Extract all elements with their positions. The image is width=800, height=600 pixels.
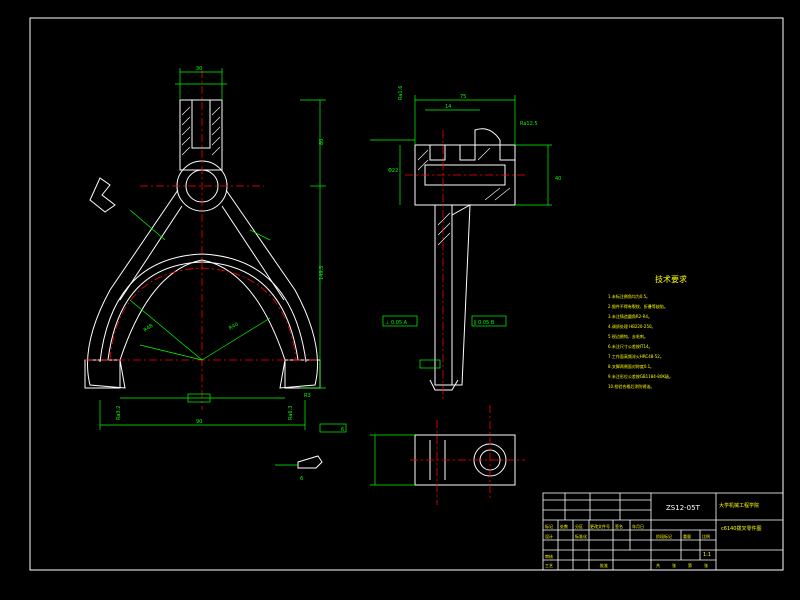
fork-dimension-text: 30 149.5 80 90 R48 R40 Ra3.2 Ra6.3 6 R3 … [116, 66, 344, 482]
side-taper [451, 204, 471, 386]
fork-foot-right [284, 359, 321, 389]
fork-top-slot [191, 99, 211, 149]
tb-label-count: 处数 [560, 523, 568, 529]
top-view-centerlines [410, 405, 525, 505]
dim-ra-left: Ra3.2 [116, 406, 122, 420]
technical-requirements: 技术要求 1.未标注倒角均为0.5。 2.锻件不得有裂纹、折叠等缺陷。 3.未注… [608, 274, 687, 389]
fork-inner-arc-2 [99, 253, 307, 363]
side-centerlines [405, 130, 525, 400]
tb-label-approve: 批准 [600, 562, 608, 568]
tech-req-title: 技术要求 [655, 274, 687, 284]
side-hatching [417, 147, 511, 246]
dim-tol-box-1: ⊥ 0.05 A [385, 320, 408, 326]
dim-r48: R48 [143, 323, 155, 334]
title-block [542, 492, 784, 571]
tb-footer-1: 共 [656, 562, 660, 568]
side-top-notch [429, 128, 515, 161]
tb-label-standard: 标准化 [575, 533, 587, 539]
dim-angle: R3 [304, 393, 311, 399]
drawing-frame [29, 17, 784, 571]
dim-r3: 6 [300, 476, 303, 482]
top-view-dimension-lines [370, 434, 415, 486]
fork-top-hatching [181, 106, 221, 156]
tb-label-mark: 标记 [545, 523, 553, 529]
tb-label-zone: 分区 [575, 523, 583, 529]
dim-height-80: 80 [319, 139, 325, 145]
tech-req-item-6: 6.未注尺寸公差按IT14。 [608, 343, 653, 349]
dim-r40: R40 [228, 322, 240, 332]
dim-tol-box-2: ∥ 0.05 B [474, 320, 495, 326]
fork-outer-profile [87, 189, 318, 389]
fork-foot-left [84, 359, 121, 389]
tech-req-item-1: 1.未标注倒角均为0.5。 [608, 293, 650, 299]
tech-req-item-5: 5.锐边倒钝，去毛刺。 [608, 333, 648, 339]
dim-tol-box-left: 6 [341, 427, 344, 433]
tb-label-design: 设计 [545, 533, 553, 539]
tech-req-item-2: 2.锻件不得有裂纹、折叠等缺陷。 [608, 303, 668, 309]
tb-label-sign: 签名 [615, 523, 623, 529]
dim-side-height: 40 [555, 176, 561, 182]
tb-label-process: 工艺 [545, 563, 553, 568]
tb-footer-3: 第 [688, 562, 692, 568]
drawing-number: ZS12-05T [666, 504, 701, 512]
school-name: 大学机械工程学院 [719, 502, 759, 509]
fork-section-sketch [297, 455, 323, 469]
dim-ra-right: Ra6.3 [288, 406, 294, 420]
tb-label-weight: 重量 [683, 533, 691, 539]
dim-dia-22: Φ22 [388, 168, 398, 174]
dim-side-width: 75 [460, 94, 466, 100]
fork-side-view [414, 128, 516, 391]
tech-req-item-10: 10.检验合格后涂防锈油。 [608, 383, 654, 389]
tb-label-date: 年月日 [632, 523, 644, 529]
dim-bottom-width: 90 [196, 419, 202, 425]
tb-label-stage: 阶段标记 [656, 533, 672, 539]
tech-req-item-8: 8.叉脚两侧面对称度0.1。 [608, 363, 654, 369]
title-block-text: ZS12-05T 大学机械工程学院 c6140拨叉零件图 1:1 标记 处数 分… [545, 502, 761, 568]
tb-label-review: 审核 [545, 553, 553, 559]
tech-req-item-9: 9.未注形位公差按GB1184-80K级。 [608, 373, 673, 379]
tb-label-doc: 更改文件号 [590, 523, 610, 529]
side-top-block [414, 144, 516, 206]
side-stem [434, 205, 453, 386]
side-dimension-lines [370, 95, 552, 369]
fork-inner-arm-right [221, 205, 285, 301]
tech-req-item-3: 3.未注铸造圆角R2-R4。 [608, 313, 652, 319]
side-dimension-text: 75 40 14 ⊥ 0.05 A ∥ 0.05 B Φ22 Ra1.6 Ra1… [385, 86, 561, 326]
part-name: c6140拨叉零件图 [721, 525, 761, 532]
dim-top-width: 30 [196, 66, 202, 72]
tb-footer-4: 张 [704, 562, 708, 568]
side-bottom [429, 379, 459, 391]
dim-ra-side: Ra1.6 [398, 86, 404, 100]
dim-ra-side-2: Ra12.5 [520, 121, 538, 127]
tb-footer-2: 张 [672, 562, 676, 568]
tech-req-item-4: 4.调质处理 HB220-250。 [608, 323, 656, 329]
tech-req-item-7: 7.工作面高频淬火HRC48-52。 [608, 353, 664, 359]
fork-dimension-lines [99, 68, 347, 433]
fork-front-view [84, 99, 321, 389]
dim-total-height: 149.5 [319, 266, 325, 280]
fork-detail-sketch [89, 177, 116, 213]
fork-inner-arc [107, 261, 299, 361]
dim-slot-width: 14 [445, 104, 451, 110]
tb-label-scale: 比例 [702, 533, 710, 539]
scale-value: 1:1 [703, 552, 711, 558]
